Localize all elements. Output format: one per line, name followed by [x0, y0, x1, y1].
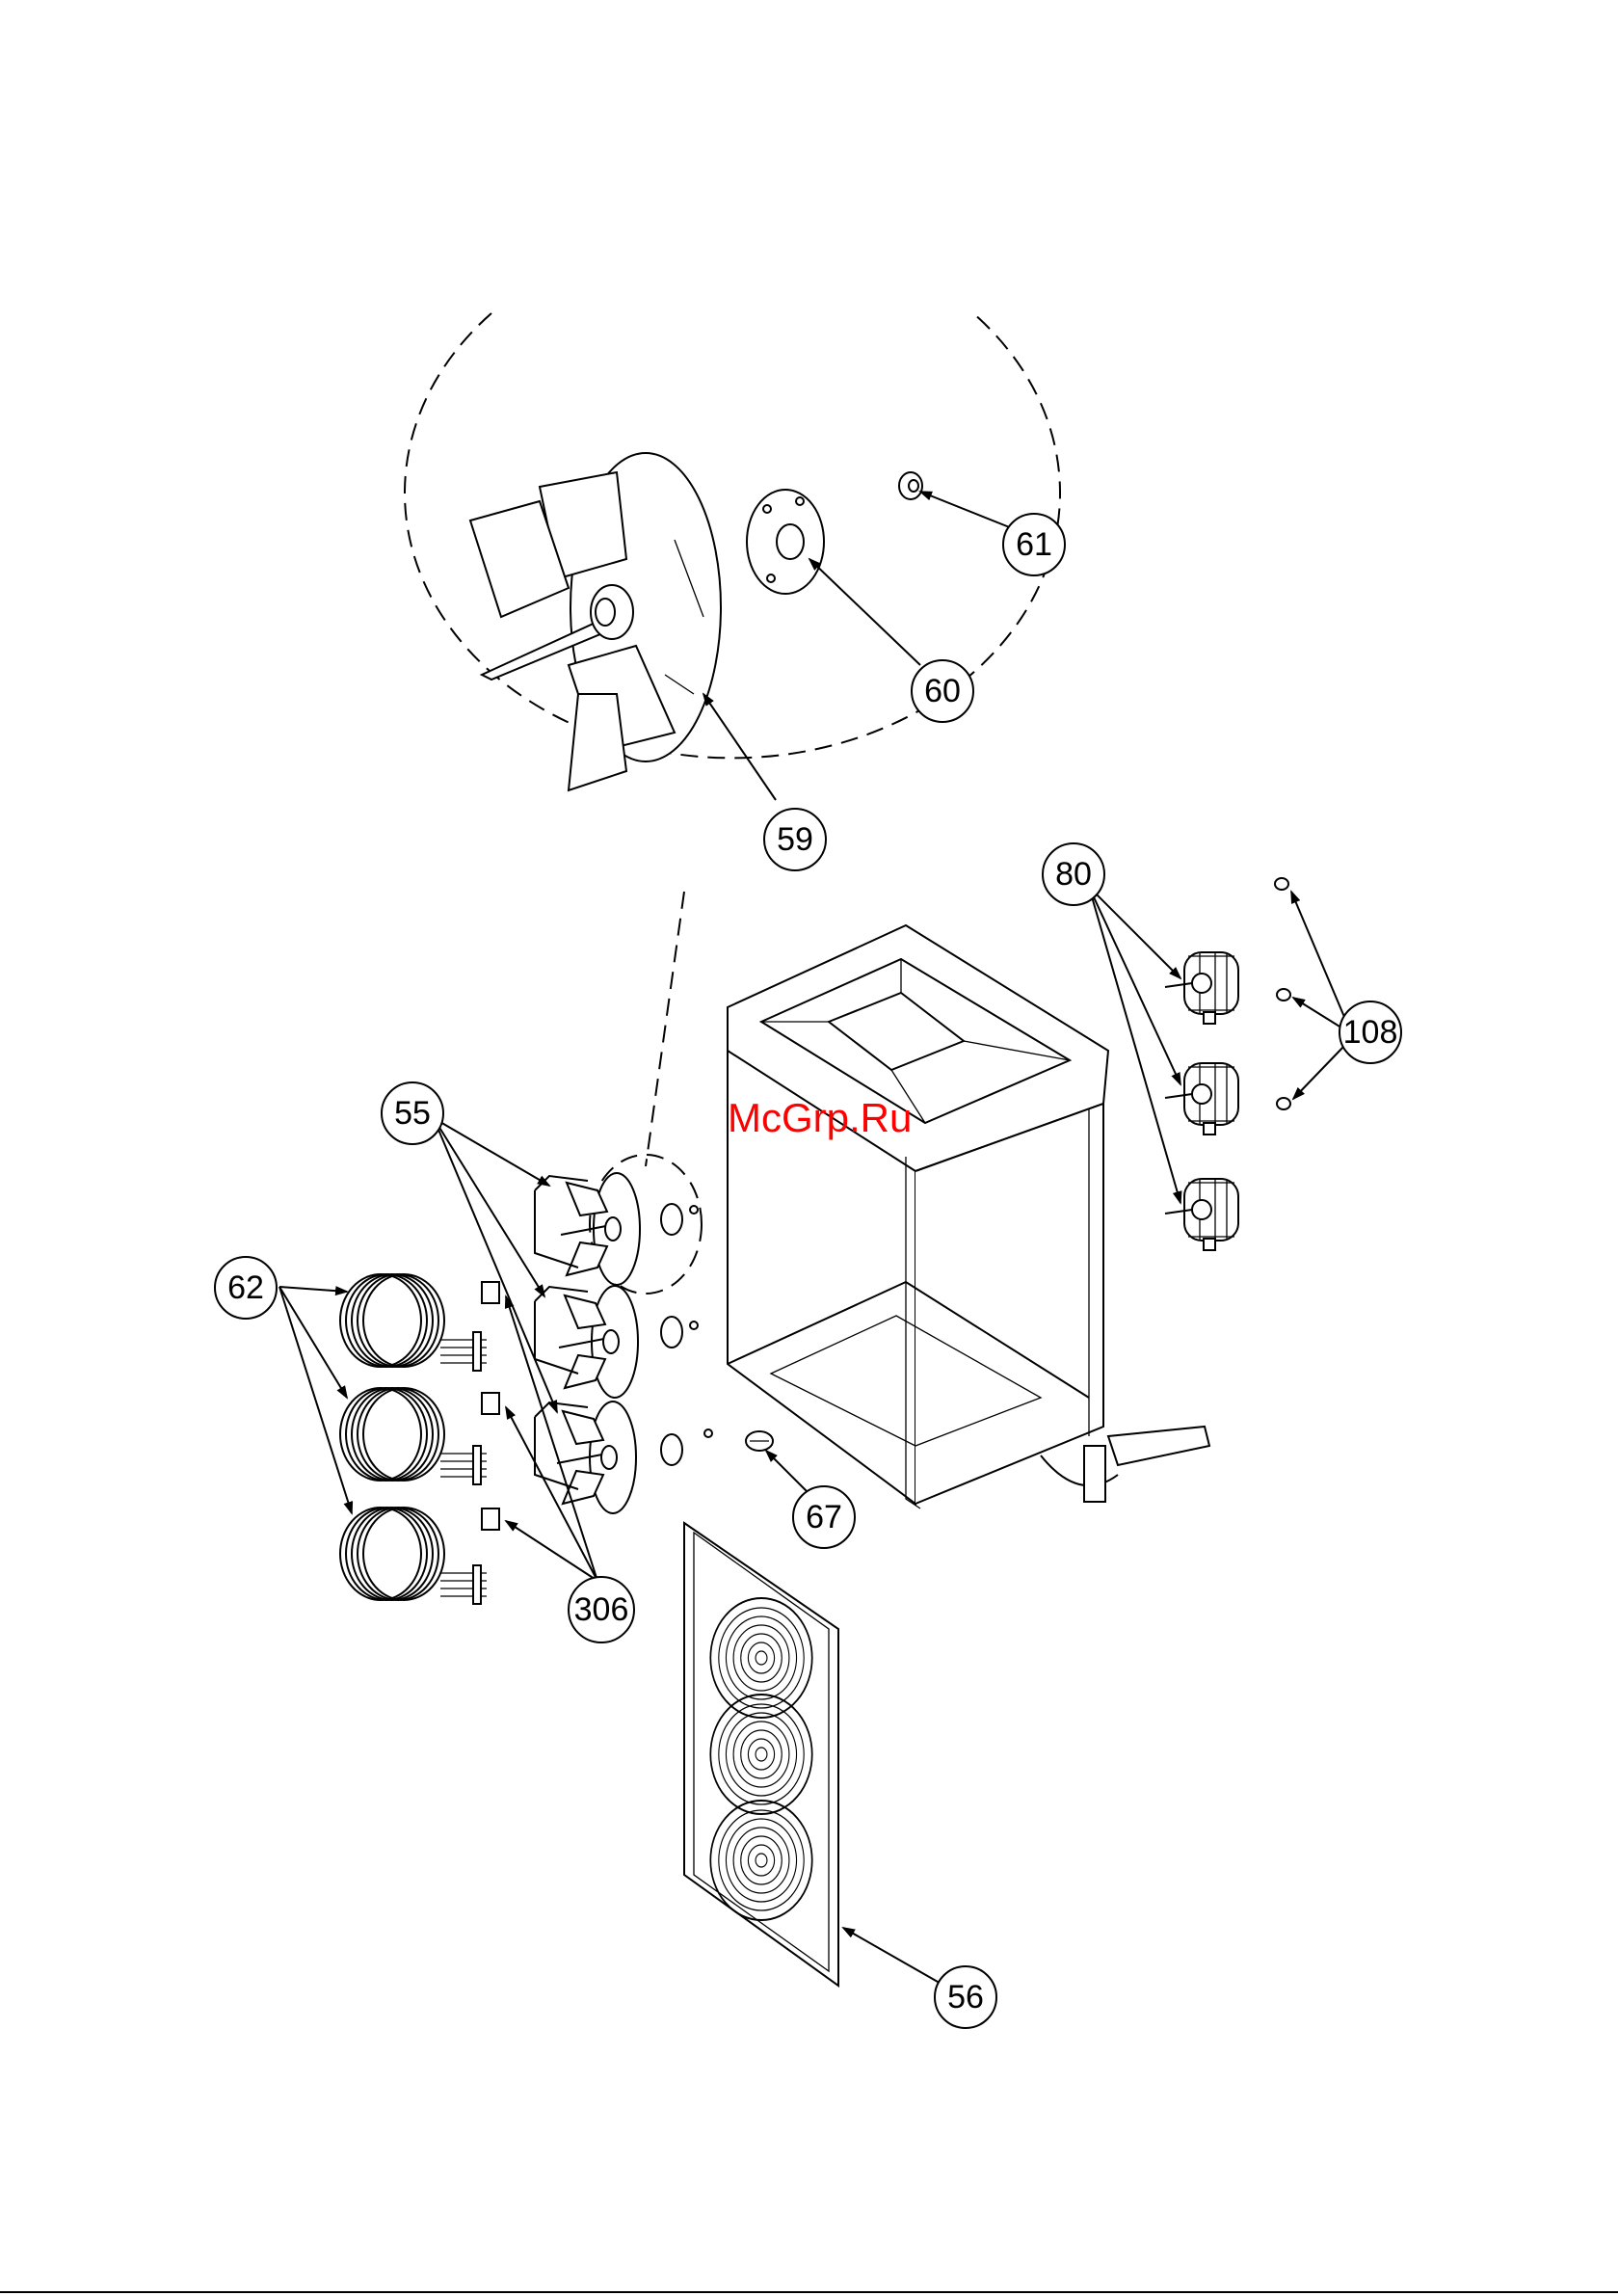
callout-108: 108	[1339, 1001, 1401, 1063]
callout-80: 80	[1043, 843, 1104, 905]
fan-wheel-3	[557, 1402, 636, 1513]
callout-61: 61	[1003, 514, 1065, 575]
heating-element-1	[340, 1274, 487, 1371]
callout-306: 306	[569, 1577, 634, 1642]
fan-wheel-1	[561, 1173, 640, 1285]
svg-text:55: 55	[394, 1095, 431, 1132]
nut-detail	[899, 472, 922, 499]
callout-59: 59	[764, 809, 826, 870]
heating-element-2	[340, 1388, 487, 1484]
screws	[1275, 878, 1290, 1109]
svg-text:306: 306	[574, 1591, 629, 1628]
fan-wheel-detail	[470, 453, 721, 790]
callout-67: 67	[793, 1486, 855, 1548]
fan-wheel-2	[559, 1286, 638, 1398]
callout-56: 56	[935, 1966, 996, 2028]
hub-plates-small	[661, 1204, 712, 1465]
watermark: McGrp.Ru	[728, 1095, 912, 1140]
svg-text:67: 67	[806, 1499, 842, 1535]
terminal-blocks	[482, 1282, 499, 1530]
svg-text:56: 56	[947, 1979, 984, 2016]
callout-55: 55	[382, 1082, 443, 1144]
motor-1	[1165, 952, 1238, 1024]
callout-62: 62	[215, 1257, 277, 1319]
svg-text:108: 108	[1343, 1014, 1398, 1051]
hub-plate-detail	[747, 490, 824, 594]
svg-text:61: 61	[1016, 526, 1052, 563]
oven-chamber	[728, 925, 1209, 1508]
svg-text:62: 62	[227, 1269, 264, 1306]
fan-guard-panel	[684, 1523, 838, 1986]
svg-text:60: 60	[924, 673, 961, 709]
callout-60: 60	[912, 660, 973, 722]
heating-element-3	[340, 1508, 487, 1604]
svg-text:59: 59	[777, 821, 813, 858]
svg-text:80: 80	[1055, 856, 1092, 893]
drain-fitting	[746, 1431, 773, 1451]
